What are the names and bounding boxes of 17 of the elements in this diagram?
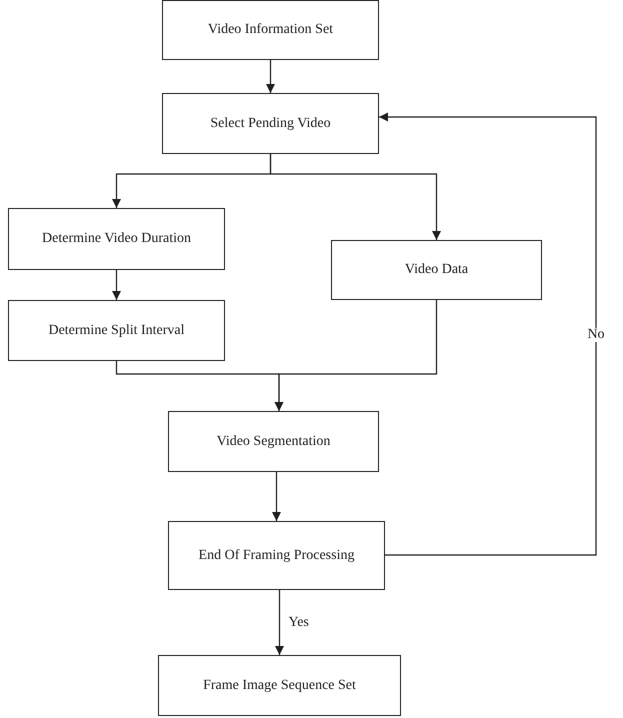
- process-box: Frame Image Sequence Set: [158, 655, 401, 716]
- arrow: [270, 154, 441, 240]
- edge-label: Yes: [288, 616, 310, 630]
- arrow: [266, 60, 275, 93]
- arrow: [274, 300, 438, 411]
- arrow: [272, 472, 281, 521]
- edge-label: No: [586, 328, 606, 342]
- process-box: Determine Video Duration: [8, 208, 225, 270]
- arrow: [112, 270, 121, 300]
- arrow: [275, 590, 284, 655]
- process-box: End Of Framing Processing: [168, 521, 385, 590]
- process-box: Determine Split Interval: [8, 300, 225, 361]
- arrow: [379, 112, 597, 556]
- process-box: Video Segmentation: [168, 411, 379, 472]
- process-box: Video Information Set: [162, 0, 379, 60]
- process-box: Video Data: [331, 240, 542, 300]
- process-box: Select Pending Video: [162, 93, 379, 154]
